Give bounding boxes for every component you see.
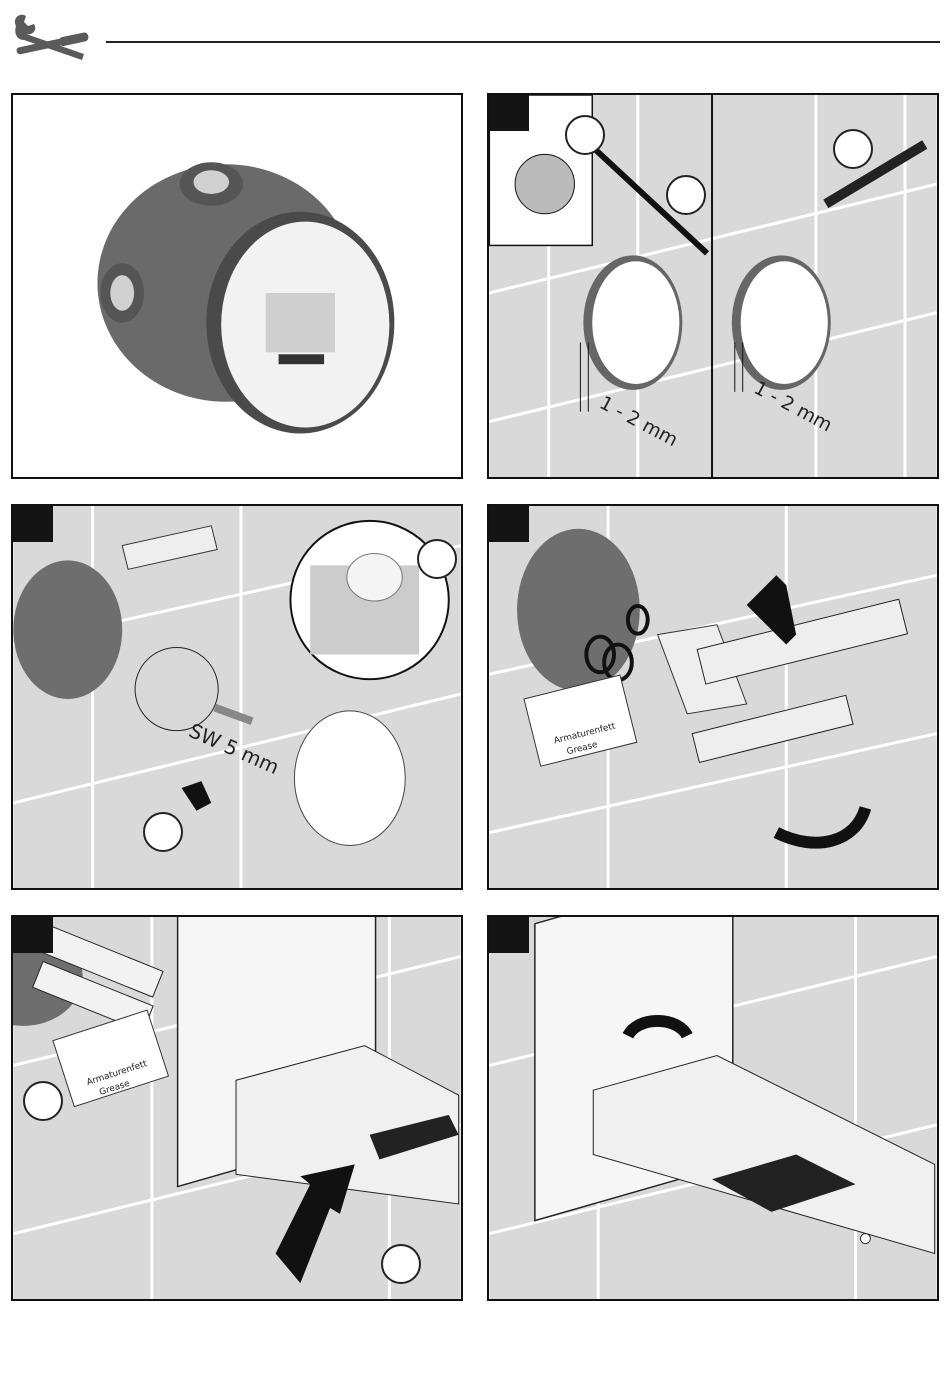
callout-circle — [417, 539, 457, 579]
header-rule — [106, 41, 940, 43]
step-badge — [489, 95, 529, 131]
step-badge — [489, 506, 529, 542]
rough-in-body-illustration — [97, 162, 394, 433]
callout-circle — [23, 1081, 63, 1121]
callout-circle — [381, 1244, 421, 1284]
step-badge — [489, 917, 529, 953]
callout-circle — [143, 812, 183, 852]
callout-circle — [565, 115, 605, 155]
panel-mounting-plate: SW 5 mm — [11, 504, 463, 890]
panel-connectors: Armaturenfett Grease — [487, 504, 939, 890]
callout-circle — [666, 175, 706, 215]
panel-install-spout: Armaturenfett Grease — [11, 915, 463, 1301]
step-badge — [13, 917, 53, 953]
panel-plaster-guard: 1 - 2 mm 1 - 2 mm — [487, 93, 939, 479]
wrench-screwdriver-icon — [10, 10, 94, 66]
step-badge — [13, 506, 53, 542]
callout-circle — [833, 129, 873, 169]
panel-tighten-screws — [487, 915, 939, 1301]
panel-rough-in-body — [11, 93, 463, 479]
